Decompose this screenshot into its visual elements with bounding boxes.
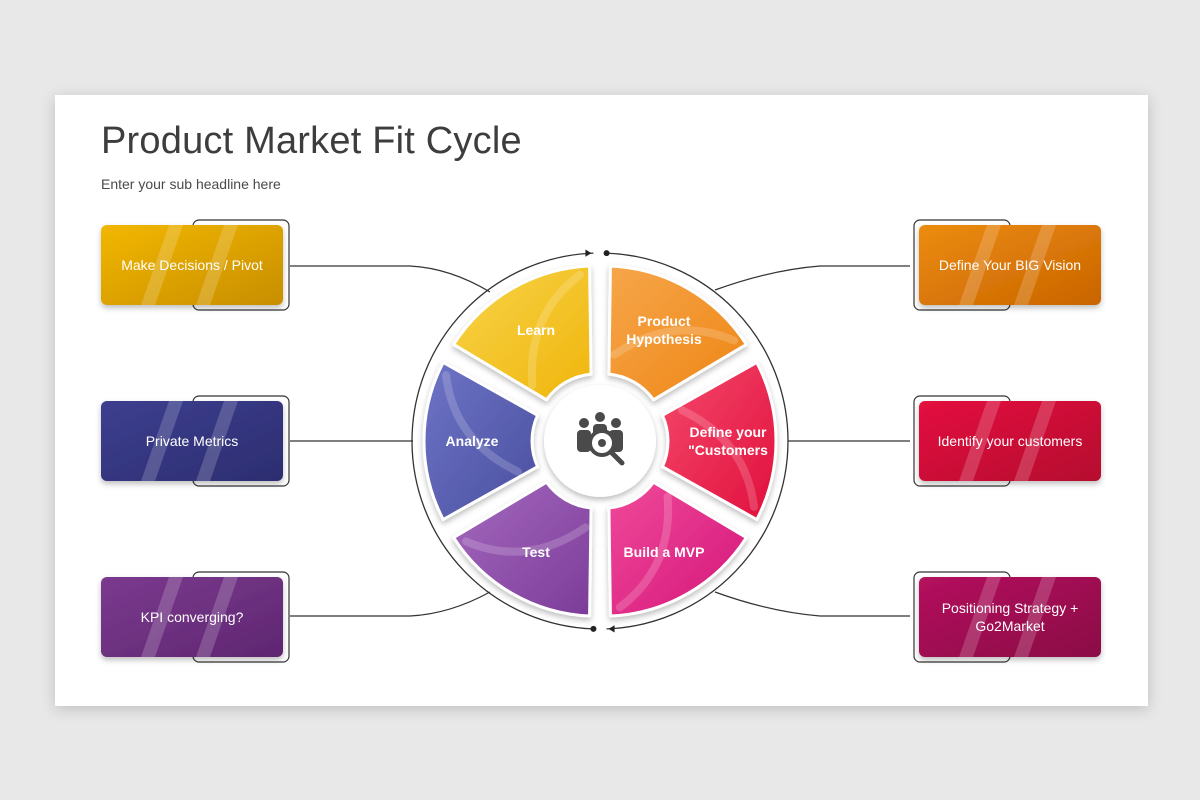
- left-box-label-2: Private Metrics: [145, 433, 239, 449]
- people-search-icon: [577, 412, 625, 466]
- segment-gloss: [610, 326, 739, 359]
- left-box-3: [101, 577, 283, 657]
- ring-dot: [590, 625, 597, 632]
- right-box-label-2: Identify your customers: [937, 433, 1083, 449]
- arrowhead-icon: [585, 249, 592, 257]
- cycle-segment-6: [422, 361, 540, 521]
- left-box-label-3: KPI converging?: [140, 609, 244, 625]
- segment-gloss: [615, 492, 673, 612]
- segment-gloss: [678, 406, 758, 511]
- connector-line: [290, 265, 491, 293]
- slide-title: Product Market Fit Cycle: [101, 120, 522, 162]
- arrowhead-icon: [608, 625, 615, 633]
- segment-gloss: [461, 523, 590, 556]
- cycle-segment-label-6: Analyze: [445, 433, 499, 449]
- cycle-segment-label-3: Define your "Customers: [688, 424, 768, 458]
- cycle-ring-left: [411, 252, 594, 630]
- cycle-segment-label-1: Learn: [516, 322, 556, 339]
- ring-dot: [603, 250, 610, 257]
- cycle-segment-1: [452, 264, 593, 402]
- cycle-segment-label-4: Build a MVP: [623, 543, 705, 560]
- connector-line: [290, 591, 491, 617]
- cycle-ring-right: [606, 252, 789, 630]
- cycle-segment-label-2: Product Hypothesis: [626, 313, 702, 348]
- cycle-segment-2: [607, 264, 748, 402]
- right-box-1: [919, 225, 1101, 305]
- cycle-segment-5: [452, 480, 593, 618]
- left-box-label-1: Make Decisions / Pivot: [121, 257, 263, 273]
- right-box-3: [919, 577, 1101, 657]
- left-box-1: [101, 225, 283, 305]
- slide-subtitle: Enter your sub headline here: [101, 176, 281, 192]
- right-box-label-3: Positioning Strategy + Go2Market: [941, 600, 1079, 634]
- right-box-label-1: Define Your BIG Vision: [938, 257, 1082, 273]
- right-box-2: [919, 401, 1101, 481]
- connector-line: [714, 591, 910, 617]
- segment-gloss: [527, 270, 585, 390]
- segment-gloss: [442, 371, 522, 476]
- cycle-segment-label-5: Test: [522, 543, 550, 560]
- cycle-segment-4: [607, 480, 748, 618]
- cycle-segment-3: [660, 361, 778, 521]
- left-box-2: [101, 401, 283, 481]
- connector-line: [714, 265, 910, 291]
